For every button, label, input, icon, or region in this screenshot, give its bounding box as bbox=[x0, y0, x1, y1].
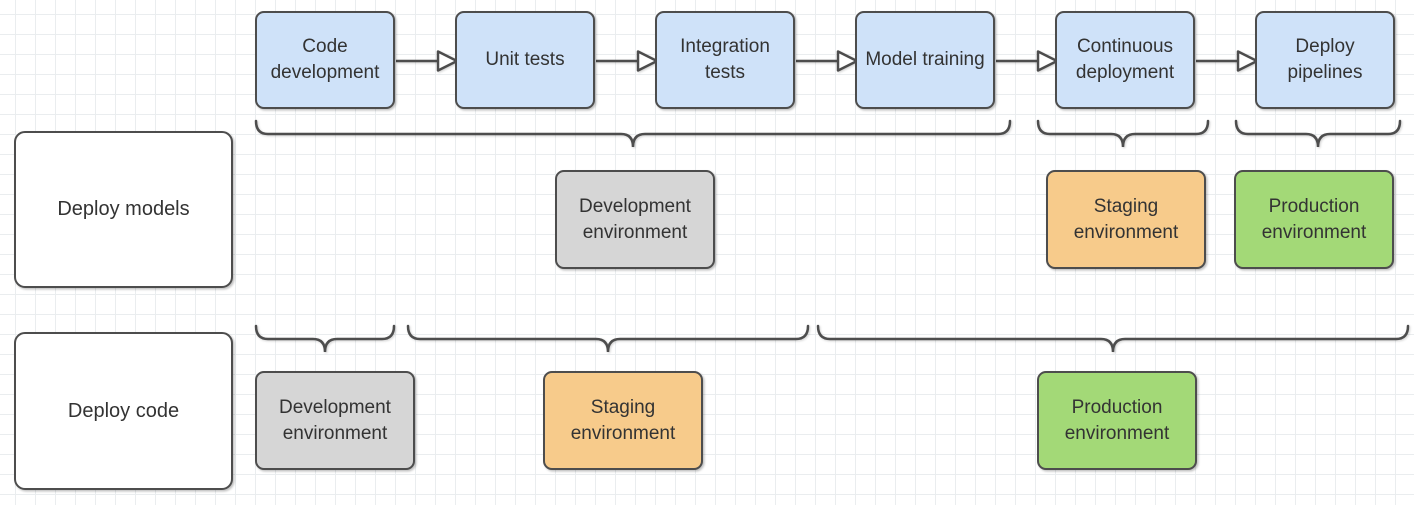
env-box-code-staging: Staging environment bbox=[543, 371, 703, 470]
pipeline-step-model-training: Model training bbox=[855, 11, 995, 109]
env-box-label: Staging environment bbox=[570, 396, 676, 444]
pipeline-step-label: Continuous deployment bbox=[1075, 36, 1175, 83]
env-box-models-staging: Staging environment bbox=[1046, 170, 1206, 269]
flow-arrow bbox=[796, 50, 859, 72]
flow-arrow bbox=[396, 50, 459, 72]
env-box-label: Production environment bbox=[1064, 396, 1170, 444]
env-box-label: Development environment bbox=[279, 396, 391, 444]
flow-arrow bbox=[996, 50, 1059, 72]
brace-code-development bbox=[254, 324, 396, 353]
brace-code-staging bbox=[406, 324, 810, 353]
env-box-label: Production environment bbox=[1261, 195, 1367, 243]
pipeline-step-continuous-deployment: Continuous deployment bbox=[1055, 11, 1195, 109]
env-box-label: Development environment bbox=[579, 195, 691, 243]
pipeline-step-unit-tests: Unit tests bbox=[455, 11, 595, 109]
pipeline-step-label: Deploy pipelines bbox=[1287, 36, 1363, 83]
flow-arrow bbox=[596, 50, 659, 72]
pipeline-step-label: Code development bbox=[270, 36, 380, 83]
brace-code-production bbox=[816, 324, 1410, 353]
pipeline-step-code-development: Code development bbox=[255, 11, 395, 109]
env-box-label: Staging environment bbox=[1073, 195, 1179, 243]
pipeline-step-integration-tests: Integration tests bbox=[655, 11, 795, 109]
env-box-models-production: Production environment bbox=[1234, 170, 1394, 269]
env-box-code-development: Development environment bbox=[255, 371, 415, 470]
row-label-text: Deploy models bbox=[57, 198, 190, 220]
env-box-models-development: Development environment bbox=[555, 170, 715, 269]
brace-models-staging bbox=[1036, 119, 1210, 148]
env-box-code-production: Production environment bbox=[1037, 371, 1197, 470]
flow-arrow bbox=[1196, 50, 1259, 72]
pipeline-step-label: Unit tests bbox=[485, 49, 565, 71]
pipeline-step-deploy-pipelines: Deploy pipelines bbox=[1255, 11, 1395, 109]
pipeline-step-label: Integration tests bbox=[680, 36, 770, 83]
pipeline-step-label: Model training bbox=[865, 49, 985, 71]
row-label-deploy-models: Deploy models bbox=[14, 131, 233, 288]
row-label-text: Deploy code bbox=[67, 399, 180, 422]
row-label-deploy-code: Deploy code bbox=[14, 332, 233, 490]
brace-models-development bbox=[254, 119, 1012, 148]
brace-models-production bbox=[1234, 119, 1402, 148]
